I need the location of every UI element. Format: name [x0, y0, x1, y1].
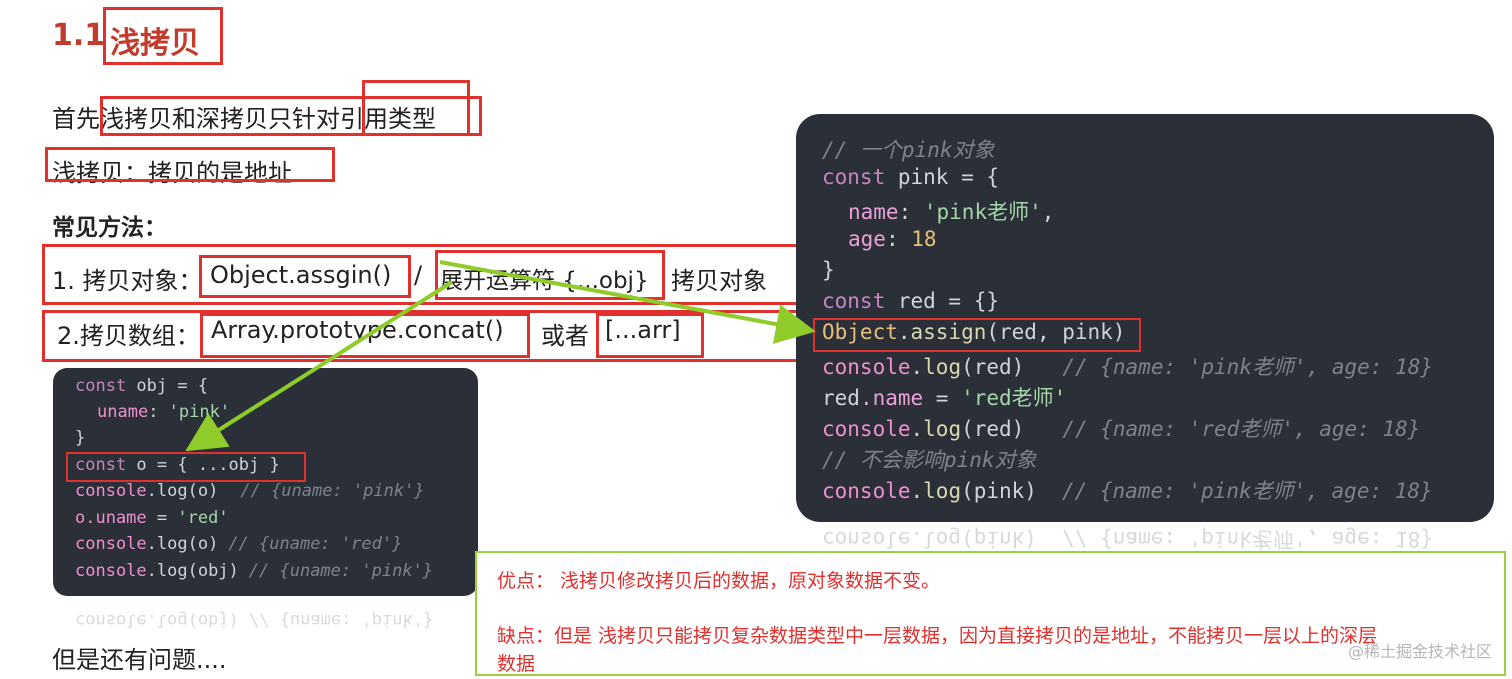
code-comment: // 不会影响pink对象: [822, 448, 1037, 472]
intro-text: 首先浅拷贝和深拷贝只针对引用类型: [52, 105, 436, 133]
method2-api: Array.prototype.concat(): [211, 316, 504, 344]
method2-alt: [...arr]: [605, 316, 681, 344]
intro-highlight-box-2: [362, 80, 470, 136]
cons-text-line2: 数据: [497, 653, 536, 675]
code-line: console.log(pink)// {name: 'pink老师', age…: [822, 479, 1433, 503]
code-line: const o = { ...obj }: [75, 455, 280, 475]
methods-heading: 常见方法：: [52, 215, 167, 241]
section-number: 1.1: [52, 18, 106, 53]
method1-alt-box: [435, 250, 665, 300]
method1-suffix: 拷贝对象: [671, 267, 767, 295]
code-line: o.uname = 'red': [75, 508, 229, 528]
method2-alt-box: [596, 313, 704, 358]
code-line: Object.assign(red, pink): [822, 320, 1126, 344]
method1-prefix: 1. 拷贝对象：: [52, 267, 203, 295]
definition-text: 浅拷贝：拷贝的是地址: [52, 159, 292, 187]
code-line: const red = {}: [822, 289, 1000, 313]
intro-highlight-box-1: [100, 96, 482, 136]
code-line: console.log(o)// {uname: 'red'}: [75, 534, 403, 554]
definition-highlight-box: [45, 147, 335, 182]
code-line: const obj = {: [75, 376, 209, 396]
arrow-to-assign: [439, 260, 816, 344]
pros-text: 优点： 浅拷贝修改拷贝后的数据，原对象数据不变。: [497, 570, 941, 592]
code-comment: // 一个pink对象: [822, 138, 995, 162]
code-line: }: [822, 258, 835, 282]
code-line: name: 'pink老师',: [848, 200, 1055, 224]
pros-cons-note: 优点： 浅拷贝修改拷贝后的数据，原对象数据不变。 缺点：但是 浅拷贝只能拷贝复杂…: [475, 551, 1506, 676]
footer-text: 但是还有问题....: [52, 646, 227, 674]
method2-prefix: 2.拷贝数组：: [57, 322, 200, 350]
arrow-to-spread: [185, 280, 454, 452]
code-line: red.name = 'red老师': [822, 386, 1067, 410]
code-line: }: [75, 428, 86, 448]
assign-code-block: // 一个pink对象 const pink = { name: 'pink老师…: [796, 114, 1494, 522]
method2-api-box: [200, 313, 530, 358]
spread-code-block: const obj = { uname: 'pink' } const o = …: [53, 368, 478, 596]
code-line: console.log(o)// {uname: 'pink'}: [75, 481, 425, 501]
method1-separator: /: [414, 261, 423, 289]
cons-text-line1: 缺点：但是 浅拷贝只能拷贝复杂数据类型中一层数据，因为直接拷贝的是地址，不能拷贝…: [497, 625, 1378, 647]
spread-line-highlight-box: [66, 452, 306, 482]
watermark: @稀土掘金技术社区: [1347, 642, 1492, 661]
method2-separator: 或者: [541, 322, 589, 350]
code-line: console.log(obj)// {uname: 'pink'}: [75, 561, 434, 581]
section-title: 浅拷贝: [110, 26, 200, 61]
title-highlight-box: [103, 7, 223, 65]
code-line: const pink = {: [822, 165, 1000, 189]
code-line: console.log(red)// {name: 'red老师', age: …: [822, 417, 1421, 441]
method1-api: Object.assgin(): [210, 261, 392, 289]
code-line: age: 18: [848, 227, 937, 251]
method1-api-box: [199, 255, 411, 298]
code-line: console.log(red)// {name: 'pink老师', age:…: [822, 355, 1434, 379]
